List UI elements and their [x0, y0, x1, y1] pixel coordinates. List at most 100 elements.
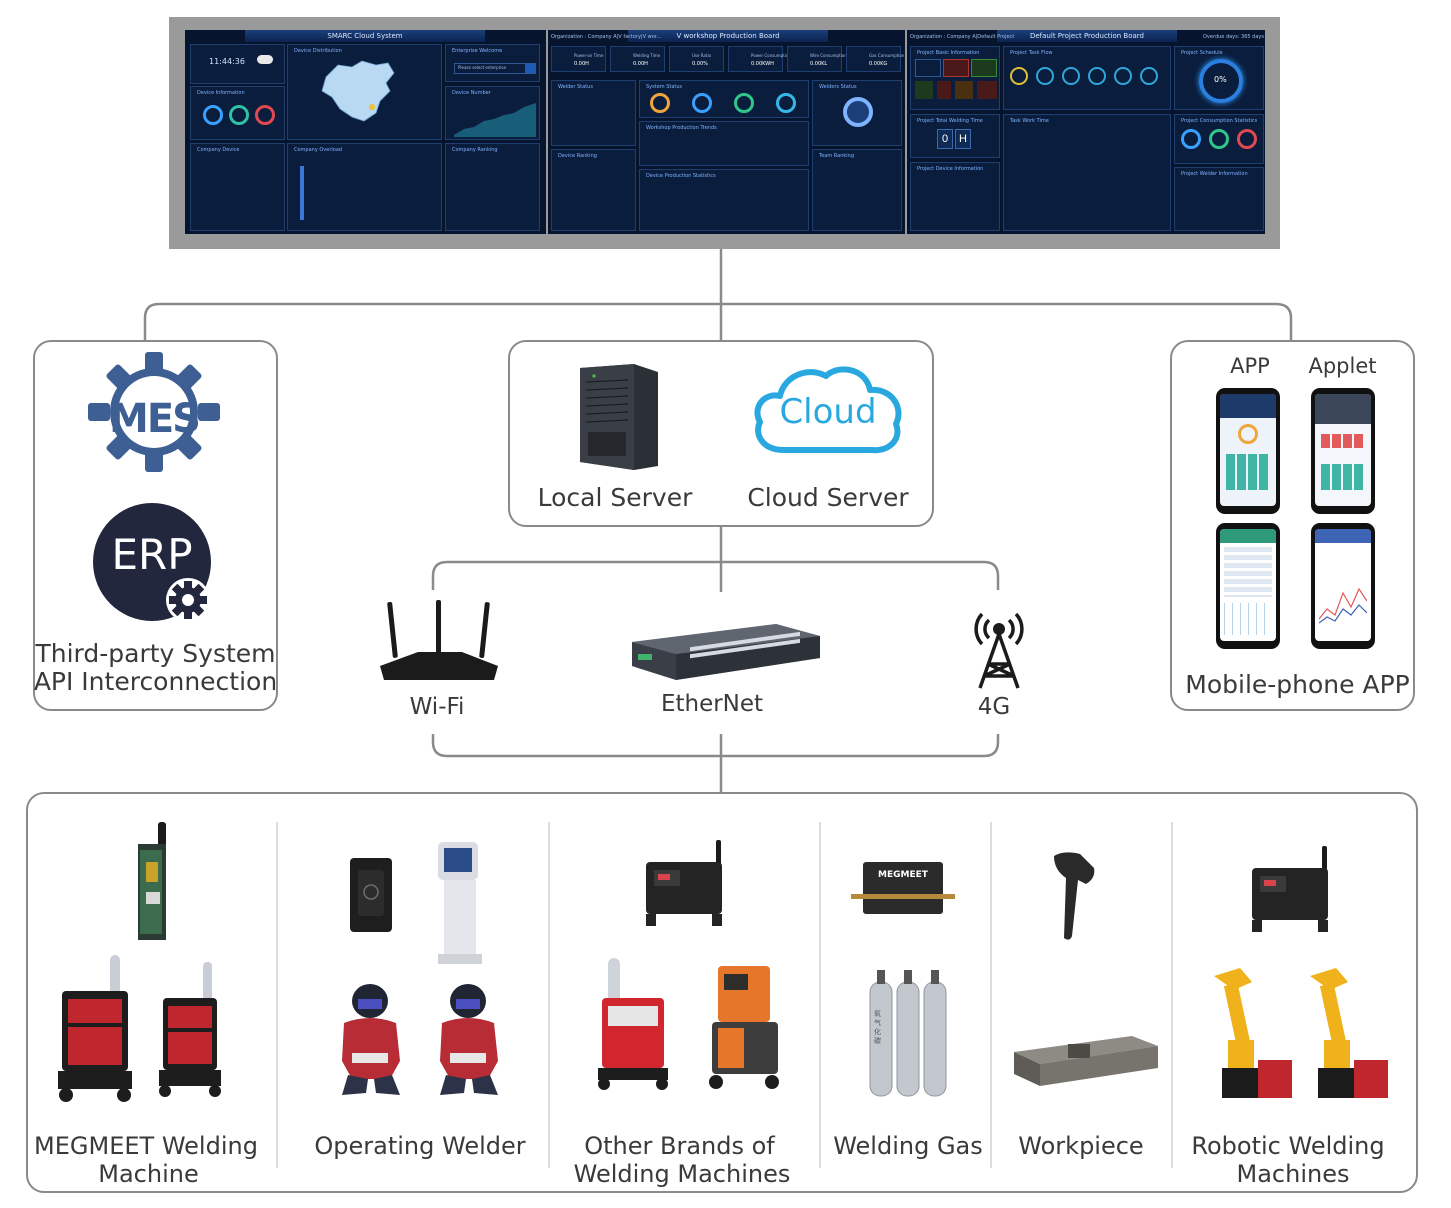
- device-ranking-panel: Device Ranking: [551, 149, 636, 231]
- device-distribution-panel: Device Distribution: [287, 44, 442, 140]
- iot-module-icon: [138, 822, 166, 940]
- column-divider: [1171, 822, 1173, 1168]
- kpi-label: Wire Consumption: [810, 53, 847, 58]
- gauge-ring: [229, 105, 249, 125]
- ethernet-label: EtherNet: [660, 691, 764, 717]
- other-brands-label-line2: Welding Machines: [573, 1160, 791, 1188]
- system-status-panel: System Status: [639, 80, 809, 118]
- gas-sensor-fitting: [851, 894, 955, 899]
- phone-gauge: [1238, 424, 1258, 444]
- panel-title: Project Total Welding Time: [917, 118, 983, 124]
- board-title: V workshop Production Board: [628, 30, 828, 42]
- company-overload-panel: Company Overload: [287, 143, 442, 231]
- board-cloud-system: SMARC Cloud System 11:44:36 Device Distr…: [185, 30, 543, 234]
- panel-title: Project Task Flow: [1010, 50, 1053, 56]
- flow-node: [1114, 67, 1132, 85]
- local-server-icon: [580, 364, 658, 470]
- app-label: APP: [1230, 354, 1270, 378]
- card-reader-icon: [350, 858, 392, 932]
- other-brands-label-line1: Other Brands of: [584, 1132, 775, 1160]
- phone-line-chart: [1319, 587, 1367, 624]
- company-ranking-panel: Company Ranking: [445, 143, 540, 231]
- device-information-panel: Device Information: [190, 86, 285, 140]
- gauge-ring: [1181, 129, 1201, 149]
- phone-mockup: [1216, 388, 1280, 514]
- panel-title: Company Device: [197, 147, 240, 153]
- third-party-caption-line1: Third-party System: [35, 639, 276, 668]
- organization-text: Organization : Company A|Default Project: [910, 34, 1015, 40]
- total-welding-time-panel: Project Total Welding Time 0 H: [910, 114, 1000, 158]
- info-tile: [977, 81, 997, 99]
- time-digit: 0: [937, 129, 953, 149]
- dashboard-screen: SMARC Cloud System 11:44:36 Device Distr…: [185, 30, 1265, 234]
- flow-node: [1062, 67, 1080, 85]
- flow-node: [1010, 67, 1028, 85]
- megmeet-label-line2: Machine: [98, 1160, 199, 1188]
- task-work-time-panel: Task Work Time: [1003, 114, 1171, 231]
- info-tile: [971, 59, 997, 77]
- phone-grid: [1226, 454, 1270, 490]
- robotic-label-line2: Machines: [1236, 1160, 1350, 1188]
- megmeet-label-line1: MEGMEET Welding: [34, 1132, 258, 1160]
- phone-chart: [1224, 603, 1272, 635]
- board-title: Default Project Production Board: [997, 30, 1177, 42]
- info-tile: [955, 81, 973, 99]
- kpi-value: 0.00KG: [869, 61, 888, 67]
- gauge-ring: [1237, 129, 1257, 149]
- project-task-flow-panel: Project Task Flow: [1003, 46, 1171, 110]
- kpi-label: Power Consumption: [751, 53, 791, 58]
- column-divider: [819, 822, 821, 1168]
- team-ranking-panel: Team Ranking: [812, 149, 902, 231]
- panel-title: Project Basic Information: [917, 50, 980, 56]
- mes-logo-text: MES: [109, 396, 201, 442]
- area-chart: [454, 103, 536, 137]
- panel-title: Project Device Information: [917, 166, 984, 172]
- gauge-ring: [203, 105, 223, 125]
- wifi-label: Wi-Fi: [409, 694, 465, 720]
- kpi-label: Gas Consumption: [869, 53, 905, 58]
- welding-robot-icon: [1310, 968, 1388, 1098]
- 4g-label: 4G: [977, 694, 1011, 720]
- gauge-ring: [1209, 129, 1229, 149]
- cloud-logo-text: Cloud: [779, 392, 877, 432]
- barcode-scanner-icon: [1054, 852, 1095, 940]
- company-device-panel: Company Device: [190, 143, 285, 231]
- ethernet-switch-icon: [632, 624, 820, 680]
- kiosk-terminal-icon: [438, 842, 482, 964]
- kpi-value: 0.00H: [633, 61, 648, 67]
- phone-banner: [1220, 529, 1276, 543]
- phone-list: [1224, 547, 1272, 597]
- overdue-text: Overdue days: 365 days: [1203, 34, 1264, 40]
- info-tile: [915, 81, 933, 99]
- panel-title: Enterprise Welcome: [452, 48, 503, 54]
- schedule-percent: 0%: [1214, 75, 1227, 84]
- cellular-tower-icon: [974, 612, 1024, 689]
- welder-operator-icon: [342, 984, 400, 1095]
- search-icon[interactable]: [525, 64, 535, 73]
- phone-banner: [1315, 529, 1371, 543]
- welders-status-panel: Welders Status: [812, 80, 902, 146]
- project-basic-info-panel: Project Basic Information: [910, 46, 1000, 110]
- gas-sensor-brand: MEGMEET: [878, 870, 928, 880]
- panel-title: System Status: [646, 84, 683, 90]
- column-divider: [548, 822, 550, 1168]
- panel-title: Device Distribution: [294, 48, 342, 54]
- phone-grid: [1321, 464, 1365, 490]
- gas-cylinder-marking: 氧气化碳: [874, 1010, 881, 1045]
- flow-node: [1036, 67, 1054, 85]
- enterprise-search-input[interactable]: Please select enterprise: [454, 63, 536, 74]
- welder-operator-icon: [440, 984, 498, 1095]
- wifi-router-icon: [380, 600, 498, 680]
- china-map: [321, 60, 395, 122]
- project-schedule-panel: Project Schedule 0%: [1174, 46, 1264, 110]
- phone-screen: [1220, 529, 1276, 641]
- column-divider: [990, 822, 992, 1168]
- board-project: Default Project Production Board Organiz…: [905, 30, 1267, 234]
- kpi-value: 0.00%: [692, 61, 708, 67]
- panel-title: Workshop Production Trends: [646, 125, 717, 131]
- panel-title: Welder Status: [558, 84, 593, 90]
